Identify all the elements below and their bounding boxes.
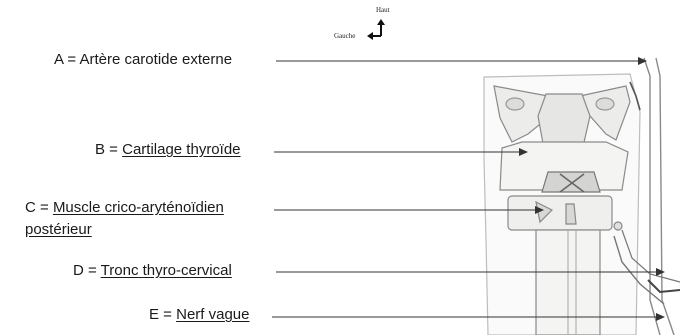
orientation-arrows-icon [367,19,385,40]
larynx-sketch [484,58,680,335]
crico-arytenoid-muscle [508,196,612,230]
